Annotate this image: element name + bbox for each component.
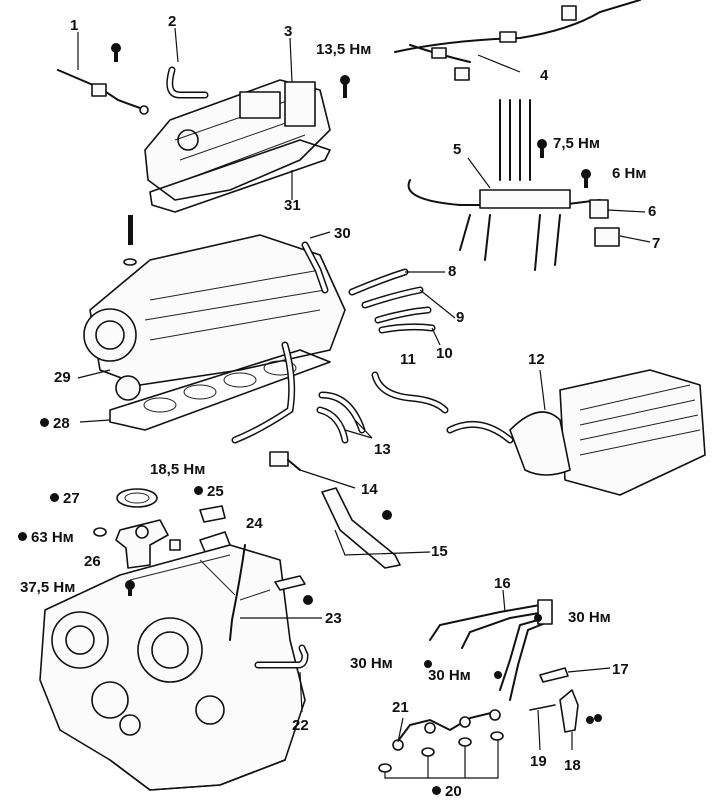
hose-11-part [371,371,449,414]
bullet-marker [432,786,441,795]
throttle-cable-part [57,32,149,115]
callout-26: 26 [84,553,101,570]
bullet-marker [194,486,203,495]
torque-63-text: 63 Нм [31,529,74,546]
washers-20-part [378,731,504,779]
torque-6: 6 Нм [612,165,647,182]
callout-27: 27 [50,491,80,506]
pipe-22-part [254,644,309,713]
bolt-near-1 [111,43,121,62]
dipstick-23-part [229,544,322,641]
return-pipe-17-part [539,667,611,683]
bolt-6 [581,169,591,188]
seal-ring-27-part [116,488,158,508]
callout-28: 28 [40,416,70,431]
callout-20-text: 20 [445,783,462,800]
callout-14: 14 [361,481,378,498]
gasket-25-part [199,505,226,523]
head-cover-gasket-part [149,139,331,213]
nut-30-upper [534,614,542,622]
hose-30-part [301,231,331,294]
callout-25-text: 25 [207,483,224,500]
engine-block-part [39,544,306,791]
cylinder-head-part [77,234,346,401]
callout-21: 21 [392,699,409,716]
callout-15: 15 [431,543,448,560]
callout-27-text: 27 [63,490,80,507]
leak-off-pipe-21-part [392,709,501,751]
nut-30-left [424,660,432,668]
clamp-19-part [529,704,556,751]
bolt-37-5 [125,580,135,596]
callout-5: 5 [453,141,462,158]
torque-63: 63 Нм [18,530,74,545]
sensor-7-part [594,227,651,247]
callout-23: 23 [325,610,342,627]
torque-30-right: 30 Нм [568,609,611,626]
callout-8: 8 [448,263,457,280]
callout-19: 19 [530,753,547,770]
callout-25: 25 [194,484,224,499]
sensor-6-part [589,199,646,219]
torque-30-left: 30 Нм [350,655,393,672]
small-hose-part [166,27,209,99]
wiring-harness-part [394,0,641,81]
sensor-14-part [269,451,356,489]
bracket-15-part [321,487,431,569]
nut-63 [93,527,107,537]
callout-24: 24 [246,515,263,532]
callout-30: 30 [334,225,351,242]
callout-29: 29 [54,369,71,386]
torque-18-5: 18,5 Нм [150,461,206,478]
callout-18: 18 [564,757,581,774]
bolt-near-15 [382,510,392,520]
callout-17: 17 [612,661,629,678]
bracket-18-part [559,689,602,750]
air-cleaner-part [446,369,706,496]
callout-28-text: 28 [53,415,70,432]
bullet-marker [40,418,49,427]
bullet-marker [50,493,59,502]
callout-4: 4 [540,67,549,84]
housing-26-part [115,519,169,569]
callout-1: 1 [70,17,79,34]
coolant-pipe-part [231,341,296,444]
callout-9: 9 [456,309,465,326]
callout-16: 16 [494,575,511,592]
callout-6: 6 [648,203,657,220]
hoses-13-part [316,391,373,444]
bullet-marker [18,532,27,541]
bolt-13-5 [340,75,350,98]
torque-7-5: 7,5 Нм [553,135,600,152]
callout-22: 22 [292,717,309,734]
nut-18-5 [169,539,181,551]
hoses-8-9-10-part [348,268,456,346]
nut-30-mid [494,671,502,679]
callout-20: 20 [432,784,462,799]
callout-7: 7 [652,235,661,252]
callout-13: 13 [374,441,391,458]
head-gasket-part [79,349,331,431]
callout-11: 11 [400,351,416,368]
head-cover-part [144,37,331,201]
torque-13-5: 13,5 Нм [316,41,372,58]
callout-12: 12 [528,351,545,368]
head-stud [123,215,137,266]
callout-31: 31 [284,197,301,214]
callout-3: 3 [284,23,293,40]
injection-pipes-16-part [429,589,553,701]
torque-37-5: 37,5 Нм [20,579,76,596]
callout-2: 2 [168,13,177,30]
bolt-near-23 [303,595,313,605]
bolt-7-5 [537,139,547,158]
glow-plug-part [274,575,306,591]
torque-30-mid: 30 Нм [428,667,471,684]
callout-10: 10 [436,345,453,362]
injector-harness-part [407,99,601,271]
